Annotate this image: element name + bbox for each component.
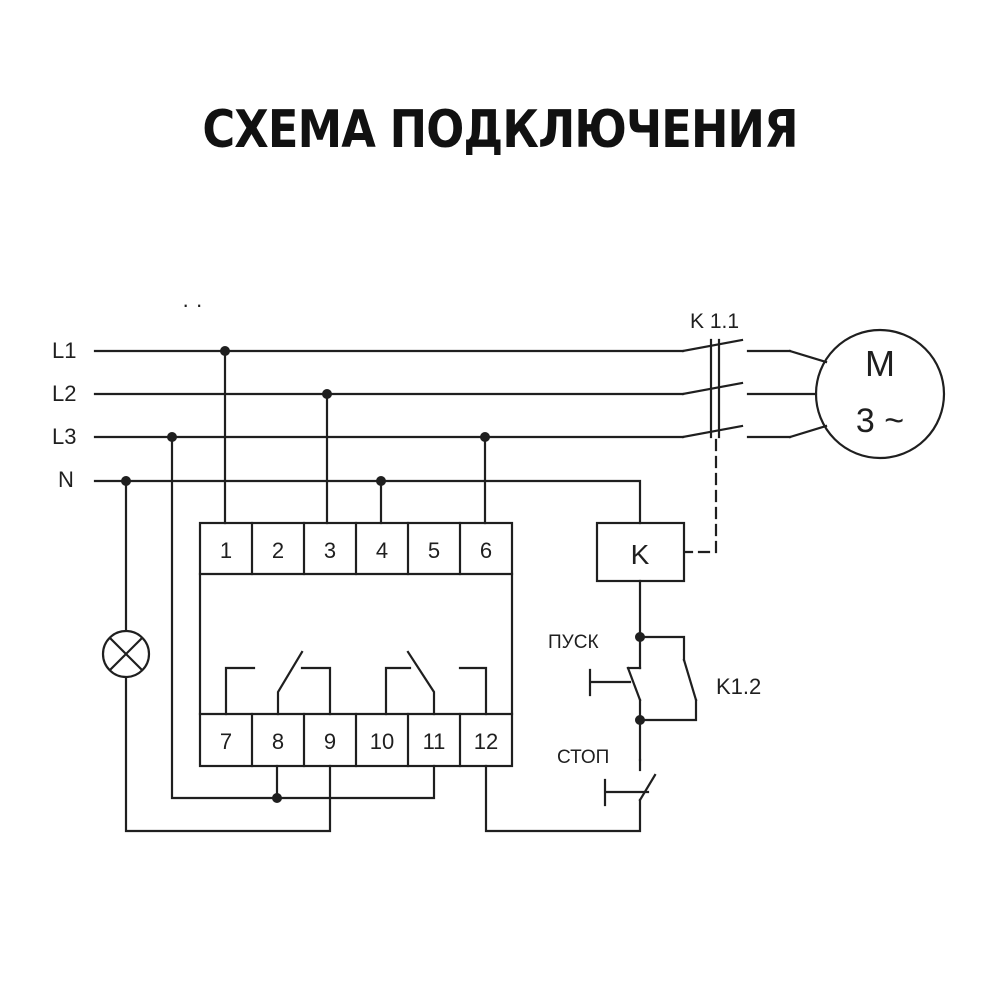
main-contacts: K 1.1 <box>681 310 828 554</box>
terminal-1: 1 <box>220 538 232 563</box>
output-wiring <box>124 435 642 833</box>
terminal-numbers-bottom: 7 8 9 10 11 12 <box>220 729 498 754</box>
terminal-2: 2 <box>272 538 284 563</box>
terminal-3: 3 <box>324 538 336 563</box>
stop-button-label: СТОП <box>557 747 609 768</box>
supply-buses <box>93 349 685 525</box>
terminal-6: 6 <box>480 538 492 563</box>
start-button-label: ПУСК <box>548 632 599 653</box>
line-label-l1: L1 <box>52 338 76 363</box>
terminal-4: 4 <box>376 538 388 563</box>
terminal-11: 11 <box>423 729 446 754</box>
mechanical-link <box>684 438 718 554</box>
terminal-numbers-top: 1 2 3 4 5 6 <box>220 538 492 563</box>
pushbutton-icon <box>603 778 650 807</box>
line-label-n: N <box>58 467 74 492</box>
relay-supply-wires <box>223 349 487 525</box>
motor-letter: M <box>865 343 895 384</box>
stop-button: СТОП <box>557 747 657 807</box>
pushbutton-icon <box>588 668 632 697</box>
terminal-7: 7 <box>220 729 232 754</box>
terminal-10: 10 <box>370 729 394 754</box>
terminal-12: 12 <box>474 729 498 754</box>
dots-mark: · · <box>182 292 203 317</box>
start-button: ПУСК K1.2 <box>548 632 761 762</box>
motor-phase: 3 ~ <box>856 402 904 440</box>
line-label-l2: L2 <box>52 381 76 406</box>
contactor-coil: K <box>595 521 686 583</box>
main-contact-label: K 1.1 <box>690 310 739 333</box>
line-label-l3: L3 <box>52 424 76 449</box>
lamp-icon <box>101 629 151 679</box>
aux-contact-label: K1.2 <box>716 674 761 699</box>
relay-unit <box>198 521 514 768</box>
terminal-9: 9 <box>324 729 336 754</box>
page-title: СХЕМА ПОДКЛЮЧЕНИЯ <box>202 100 798 160</box>
relay-contacts <box>224 650 488 716</box>
motor-icon: M 3 ~ <box>814 328 946 460</box>
terminal-5: 5 <box>428 538 440 563</box>
coil-label: K <box>631 539 650 570</box>
terminal-8: 8 <box>272 729 284 754</box>
